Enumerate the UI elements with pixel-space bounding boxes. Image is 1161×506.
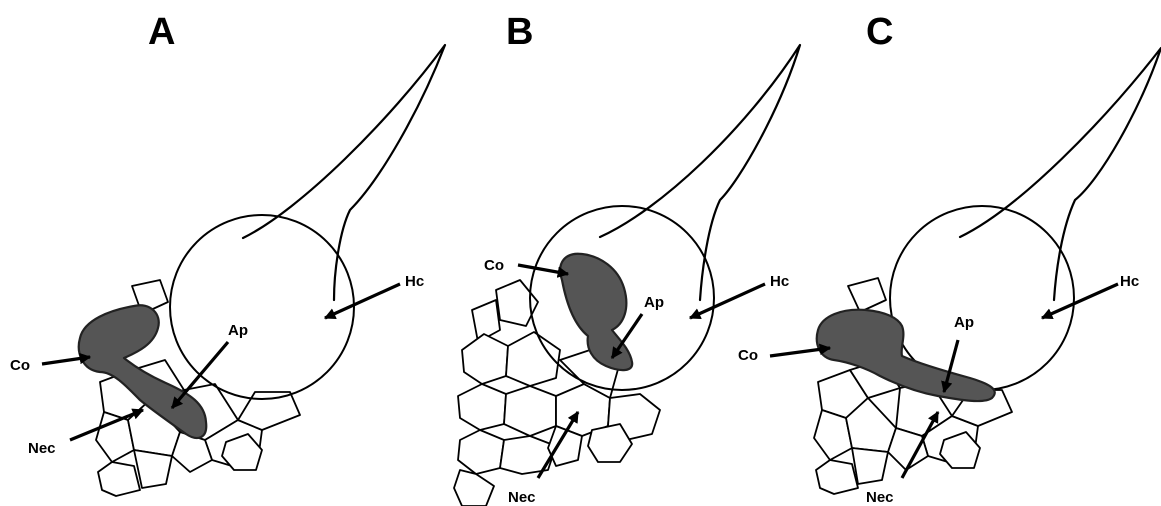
co-label: Co [484,257,504,274]
root-hair [960,48,1161,300]
co-label: Co [10,357,30,374]
panel-letter-a: A [148,11,175,53]
hc-label: Hc [405,273,424,290]
hc-label: Hc [770,273,789,290]
panel-letter-b: B [506,11,533,53]
ap-label: Ap [228,322,248,339]
hc-arrow [1042,284,1118,318]
fungal-colony [560,254,632,370]
root-hair [600,45,800,300]
nec-label: Nec [508,489,536,506]
panel-letter-c: C [866,11,893,53]
co-label: Co [738,347,758,364]
nec-label: Nec [28,440,56,457]
root-hair [243,45,445,300]
host-cell [170,215,354,399]
ap-label: Ap [954,314,974,331]
ap-label: Ap [644,294,664,311]
hc-label: Hc [1120,273,1139,290]
hc-arrow [325,284,400,318]
panel-b: B Co Ap Nec Hc [454,11,800,506]
panel-a: A Co Ap Nec Hc [10,11,445,496]
plant-cells [454,280,660,506]
panel-c: C Co Ap Nec Hc [738,11,1161,506]
nec-label: Nec [866,489,894,506]
